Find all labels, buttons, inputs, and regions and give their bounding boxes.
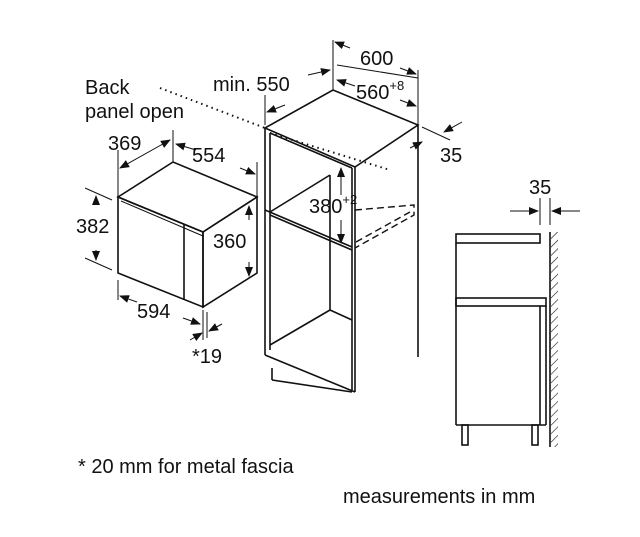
min-depth-label: min. 550 (213, 74, 290, 96)
microwave-dimensions: 369 554 382 360 594 *19 (76, 130, 258, 368)
units-note: measurements in mm (343, 486, 535, 508)
appliance-width-top-label: 554 (192, 145, 225, 167)
appliance-depth-label: 369 (108, 133, 141, 155)
gap-right-label: 35 (440, 145, 462, 167)
fascia-depth-label: *19 (192, 346, 222, 368)
niche-width-label: 560+8 (356, 78, 404, 104)
appliance-width-label: 594 (137, 301, 170, 323)
back-panel-label-line2: panel open (85, 101, 184, 123)
back-panel-label-line1: Back (85, 77, 130, 99)
cabinet-width-label: 600 (360, 48, 393, 70)
cabinet-dimensions: min. 550 600 560+8 35 380+2 Back panel o… (85, 40, 462, 244)
body-height-label: 360 (213, 231, 246, 253)
side-view-drawing: 35 (455, 177, 580, 447)
appliance-height-label: 382 (76, 216, 109, 238)
niche-height-label: 380+2 (309, 192, 357, 218)
side-gap-label: 35 (529, 177, 551, 199)
cabinet-drawing (159, 87, 420, 393)
footnote-metal-fascia: * 20 mm for metal fascia (78, 456, 295, 478)
